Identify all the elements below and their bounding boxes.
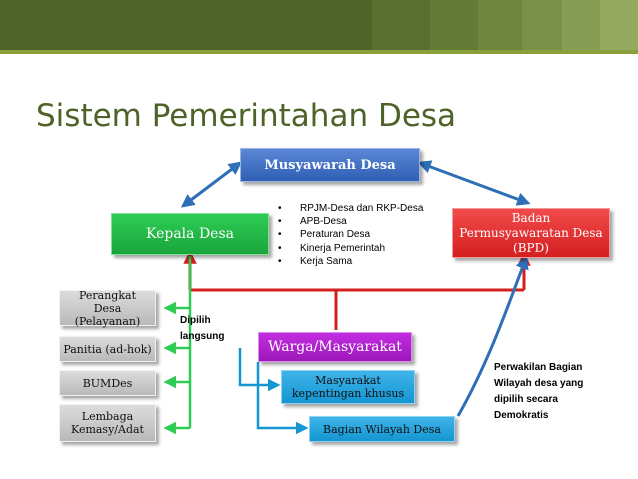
node-lembaga: Lembaga Kemasy/Adat	[59, 404, 156, 442]
musyawarah-agenda-list: •RPJM-Desa dan RKP-Desa •APB-Desa •Perat…	[278, 202, 423, 268]
arrow-musyawarah-kepala	[180, 161, 243, 208]
agenda-item: •Kinerja Pemerintah	[278, 242, 386, 254]
node-panitia: Panitia (ad-hok)	[59, 336, 156, 362]
agenda-item: •APB-Desa	[278, 216, 347, 228]
header-bar	[0, 0, 638, 50]
node-musyawarah-desa: Musyawarah Desa	[240, 148, 420, 182]
header-stripe	[430, 0, 478, 50]
header-stripe	[522, 0, 562, 50]
node-masyarakat-kepentingan: Masyarakat kepentingan khusus	[281, 370, 415, 404]
header-underline	[0, 50, 638, 54]
header-stripe	[562, 0, 600, 50]
header-stripe	[600, 0, 638, 50]
node-kepala-desa: Kepala Desa	[111, 213, 269, 255]
cyan-line-bagian	[256, 362, 309, 435]
header-stripe	[372, 0, 430, 50]
agenda-item: •Peraturan Desa	[278, 229, 371, 241]
node-bumdes: BUMDes	[59, 370, 156, 396]
label-perwakilan: Perwakilan Bagian Wilayah desa yang dipi…	[494, 362, 584, 421]
node-bpd: Badan Permusyawaratan Desa (BPD)	[452, 208, 610, 258]
arrow-musyawarah-bpd	[417, 160, 531, 206]
label-dipilih-langsung: Dipilih langsung	[180, 315, 225, 342]
header-stripe	[478, 0, 522, 50]
node-bagian-wilayah: Bagian Wilayah Desa	[309, 416, 455, 442]
node-perangkat-desa: Perangkat Desa (Pelayanan)	[59, 289, 156, 328]
agenda-item: •Kerja Sama	[278, 255, 353, 267]
agenda-item: •RPJM-Desa dan RKP-Desa	[278, 203, 424, 214]
node-warga-masyarakat: Warga/Masyarakat	[258, 332, 412, 362]
cyan-line-kepentingan	[238, 348, 281, 392]
arrow-bagian-bpd	[456, 255, 529, 417]
page-title: Sistem Pemerintahan Desa	[36, 98, 457, 134]
